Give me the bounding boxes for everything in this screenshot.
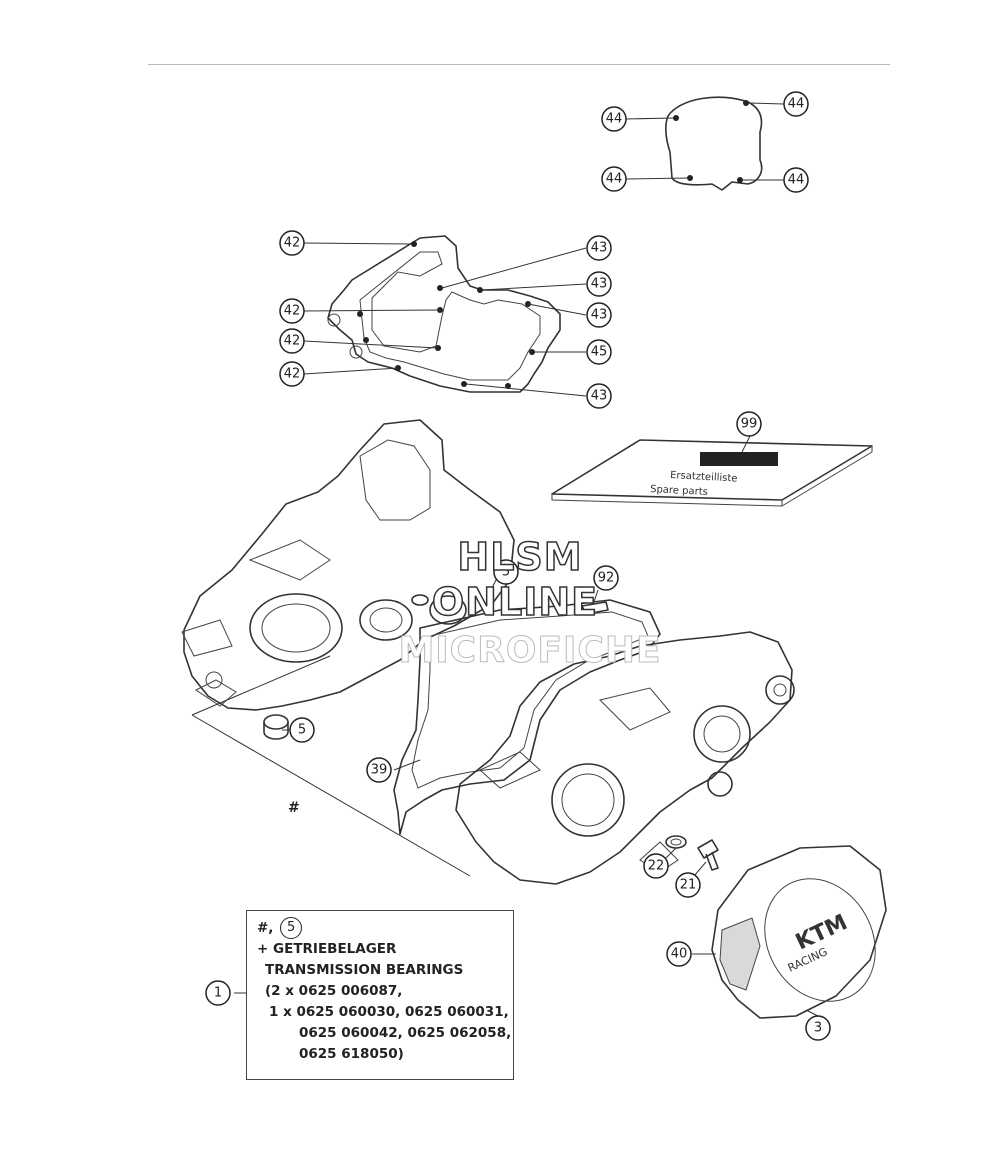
header-rule — [148, 64, 890, 65]
watermark-line1: HLSM — [457, 534, 583, 580]
svg-text:44: 44 — [606, 172, 623, 187]
ignition-cover: KTM RACING — [711, 845, 887, 1019]
note-line-6: 0625 060042, 0625 062058, — [299, 1025, 512, 1041]
svg-text:44: 44 — [788, 173, 805, 188]
screw — [581, 601, 609, 615]
callout-3: 3 — [805, 1015, 831, 1041]
gasket-crankcase-halves — [393, 599, 661, 835]
callout-1: 1 — [205, 980, 231, 1006]
svg-text:43: 43 — [591, 308, 608, 323]
callout-5-lower: 5 — [289, 717, 315, 743]
callout-21: 21 — [675, 872, 701, 898]
callout-44-bottom-right: 44 — [783, 167, 809, 193]
svg-text:42: 42 — [284, 236, 301, 251]
svg-text:42: 42 — [284, 367, 301, 382]
callout-22: 22 — [643, 853, 669, 879]
gasket-ignition-cover — [665, 96, 763, 191]
svg-text:44: 44 — [606, 112, 623, 127]
note-line-3: TRANSMISSION BEARINGS — [265, 962, 464, 978]
repair-manual: Ersatzteilliste Spare parts — [551, 439, 873, 507]
callout-42-a: 42 — [279, 230, 305, 256]
callout-44-top-left: 44 — [601, 106, 627, 132]
watermark-line3: MICROFICHE — [398, 630, 662, 672]
svg-text:42: 42 — [284, 334, 301, 349]
callout-45: 45 — [586, 339, 612, 365]
dowel-sleeve — [263, 714, 289, 740]
assembly-hash-label: # — [288, 800, 300, 816]
note-hash: #, — [257, 920, 274, 936]
callout-39: 39 — [366, 757, 392, 783]
svg-text:92: 92 — [598, 571, 615, 586]
sealing-ring — [665, 835, 687, 849]
callout-42-d: 42 — [279, 361, 305, 387]
svg-text:43: 43 — [591, 277, 608, 292]
svg-text:21: 21 — [680, 878, 697, 893]
callout-44-top-right: 44 — [783, 91, 809, 117]
svg-text:43: 43 — [591, 241, 608, 256]
svg-text:22: 22 — [648, 859, 665, 874]
svg-text:5: 5 — [502, 565, 510, 580]
svg-text:Ersatzteilliste: Ersatzteilliste — [670, 470, 738, 485]
callout-43-b: 43 — [586, 271, 612, 297]
note-line-2: + GETRIEBELAGER — [257, 941, 397, 957]
svg-text:3: 3 — [814, 1021, 822, 1036]
callout-44-bottom-left: 44 — [601, 166, 627, 192]
note-circle-5: 5 — [280, 917, 303, 939]
svg-text:40: 40 — [671, 947, 688, 962]
crankcase-left-half — [181, 419, 515, 711]
drain-plug — [697, 839, 719, 871]
callout-43-c: 43 — [586, 302, 612, 328]
callout-43-a: 43 — [586, 235, 612, 261]
svg-text:44: 44 — [788, 97, 805, 112]
gasket-crankcase — [327, 235, 561, 393]
watermark-line2: ONLINE — [431, 579, 599, 625]
callout-42-b: 42 — [279, 298, 305, 324]
parts-note-box: #, 5 + GETRIEBELAGER TRANSMISSION BEARIN… — [246, 910, 514, 1080]
callout-99: 99 — [736, 411, 762, 437]
dowel-sleeve-upper — [411, 594, 429, 606]
callout-42-c: 42 — [279, 328, 305, 354]
callout-43-d: 43 — [586, 383, 612, 409]
callout-40: 40 — [666, 941, 692, 967]
svg-text:39: 39 — [371, 763, 388, 778]
svg-text:42: 42 — [284, 304, 301, 319]
note-line-5: 1 x 0625 060030, 0625 060031, — [269, 1004, 509, 1020]
note-line-7: 0625 618050) — [299, 1046, 404, 1062]
svg-text:99: 99 — [741, 417, 758, 432]
svg-text:1: 1 — [214, 986, 222, 1001]
svg-text:43: 43 — [591, 389, 608, 404]
svg-text:45: 45 — [591, 345, 608, 360]
callout-92: 92 — [593, 565, 619, 591]
svg-text:Spare parts: Spare parts — [650, 484, 708, 498]
svg-text:5: 5 — [298, 723, 306, 738]
note-line-4: (2 x 0625 006087, — [265, 983, 403, 999]
callout-5-upper: 5 — [493, 559, 519, 585]
note-line-1: #, 5 — [257, 917, 503, 939]
